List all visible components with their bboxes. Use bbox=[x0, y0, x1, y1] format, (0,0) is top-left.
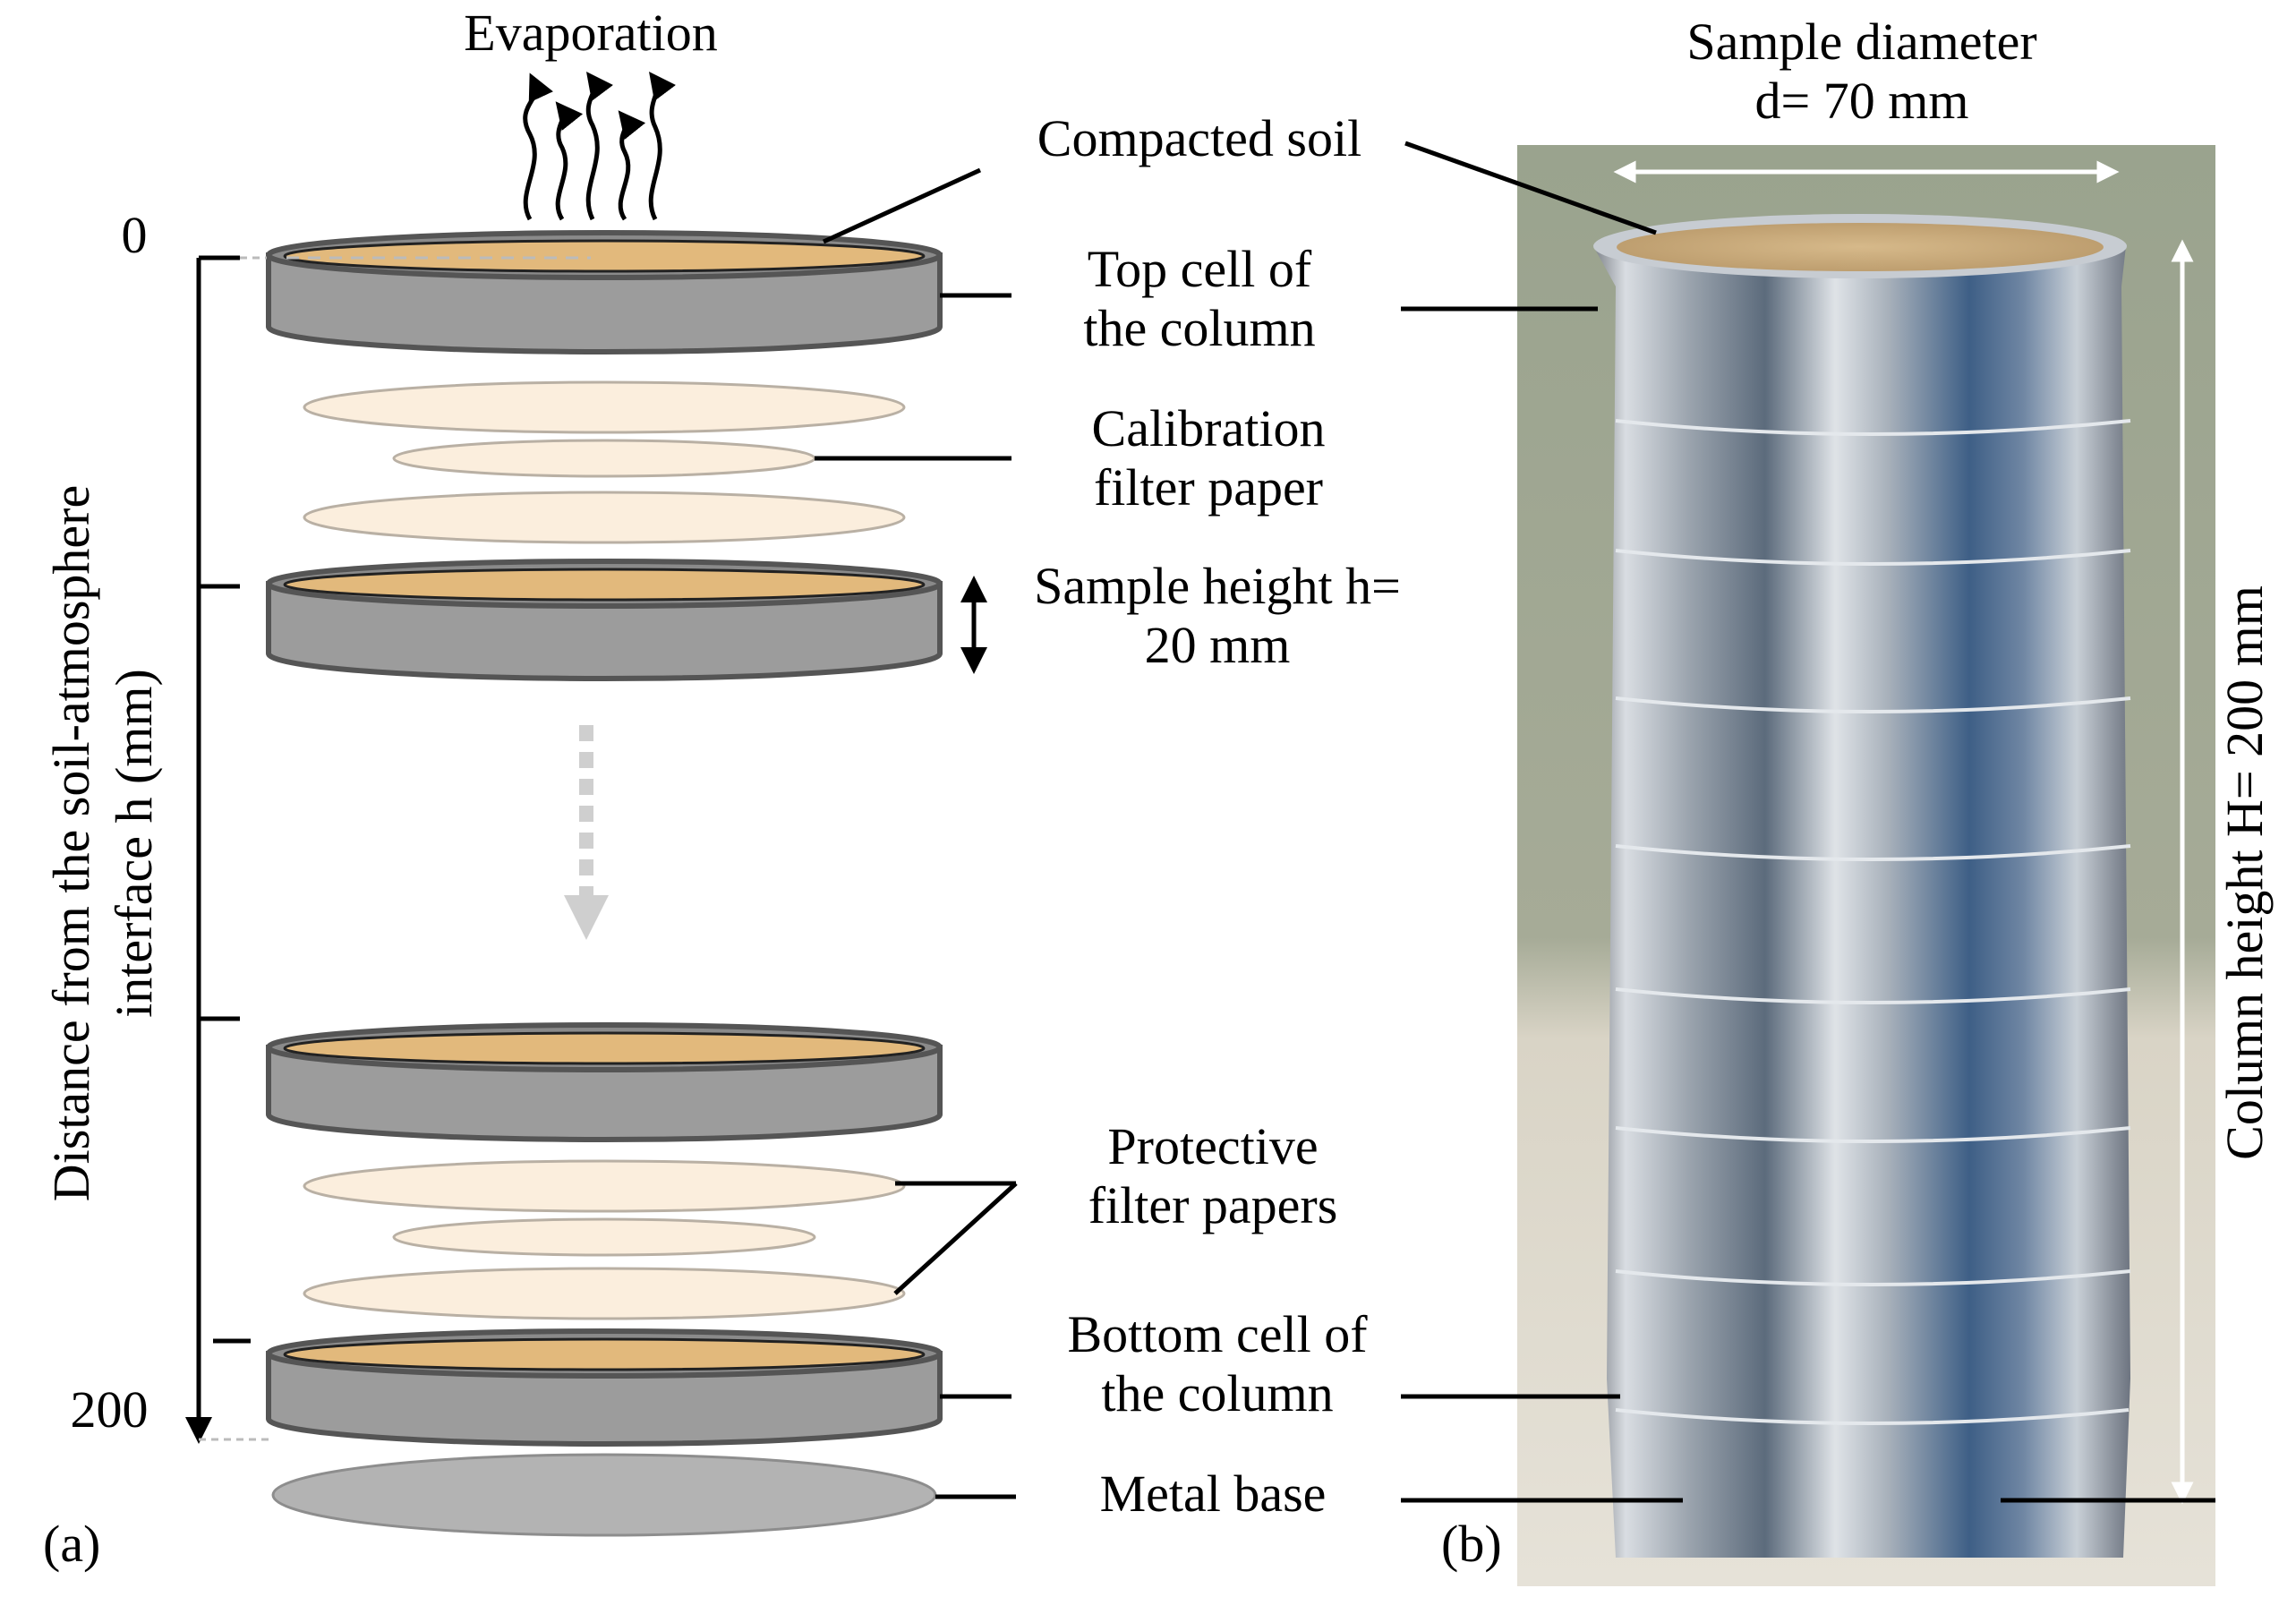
evaporation-arrows-icon bbox=[523, 71, 676, 221]
sample-diameter-label: Sample diameter d= 70 mm bbox=[1638, 13, 2086, 131]
top-cell-label: Top cell of the column bbox=[1038, 240, 1361, 358]
panel-b-photo bbox=[1401, 141, 2215, 1586]
middle-cell bbox=[266, 559, 943, 681]
metal-base bbox=[271, 1453, 937, 1537]
axis-title-line2: interface h (mm) bbox=[105, 669, 163, 1018]
lower-cell bbox=[266, 1022, 943, 1142]
compacted-soil-label: Compacted soil bbox=[1037, 109, 1362, 167]
protective-filter-label: Protective filter papers bbox=[1038, 1117, 1387, 1235]
metal-base-label: Metal base bbox=[1099, 1465, 1327, 1523]
top-cell-label-line1: Top cell of bbox=[1087, 240, 1312, 298]
bottom-cell-label: Bottom cell of the column bbox=[1038, 1305, 1396, 1423]
calibration-filter-papers bbox=[303, 380, 906, 544]
leader-lines bbox=[815, 167, 1018, 1499]
axis-tick-200: 200 bbox=[70, 1380, 149, 1439]
evaporation-label: Evaporation bbox=[464, 4, 718, 62]
bottom-cell bbox=[266, 1328, 943, 1447]
bottom-cell-label-line2: the column bbox=[1101, 1364, 1334, 1422]
protective-filter-papers bbox=[303, 1159, 906, 1320]
sample-height-label-line2: 20 mm bbox=[1144, 616, 1291, 674]
sample-diameter-line1: Sample diameter bbox=[1686, 13, 2037, 71]
panel-b-label: (b) bbox=[1441, 1515, 1502, 1573]
continuation-arrow-icon bbox=[564, 725, 609, 940]
panel-a bbox=[185, 71, 1018, 1537]
calibration-label-line1: Calibration bbox=[1091, 399, 1326, 457]
top-cell bbox=[266, 230, 943, 354]
axis-title-line1: Distance from the soil-atmosphere bbox=[42, 484, 100, 1202]
bottom-cell-label-line1: Bottom cell of bbox=[1067, 1305, 1368, 1363]
protective-label-line2: filter papers bbox=[1088, 1176, 1338, 1234]
sample-height-label: Sample height h= 20 mm bbox=[1003, 557, 1432, 675]
column-ring-joints bbox=[1615, 419, 2131, 1425]
protective-label-line1: Protective bbox=[1107, 1117, 1319, 1175]
calibration-label-line2: filter paper bbox=[1093, 458, 1323, 517]
panel-a-label: (a) bbox=[43, 1515, 101, 1573]
depth-axis bbox=[185, 255, 269, 1444]
top-cell-label-line2: the column bbox=[1083, 299, 1316, 357]
axis-tick-0: 0 bbox=[121, 206, 148, 264]
sample-height-label-line1: Sample height h= bbox=[1034, 557, 1401, 615]
sample-diameter-line2: d= 70 mm bbox=[1754, 72, 1969, 130]
calibration-filter-label: Calibration filter paper bbox=[1038, 399, 1378, 517]
